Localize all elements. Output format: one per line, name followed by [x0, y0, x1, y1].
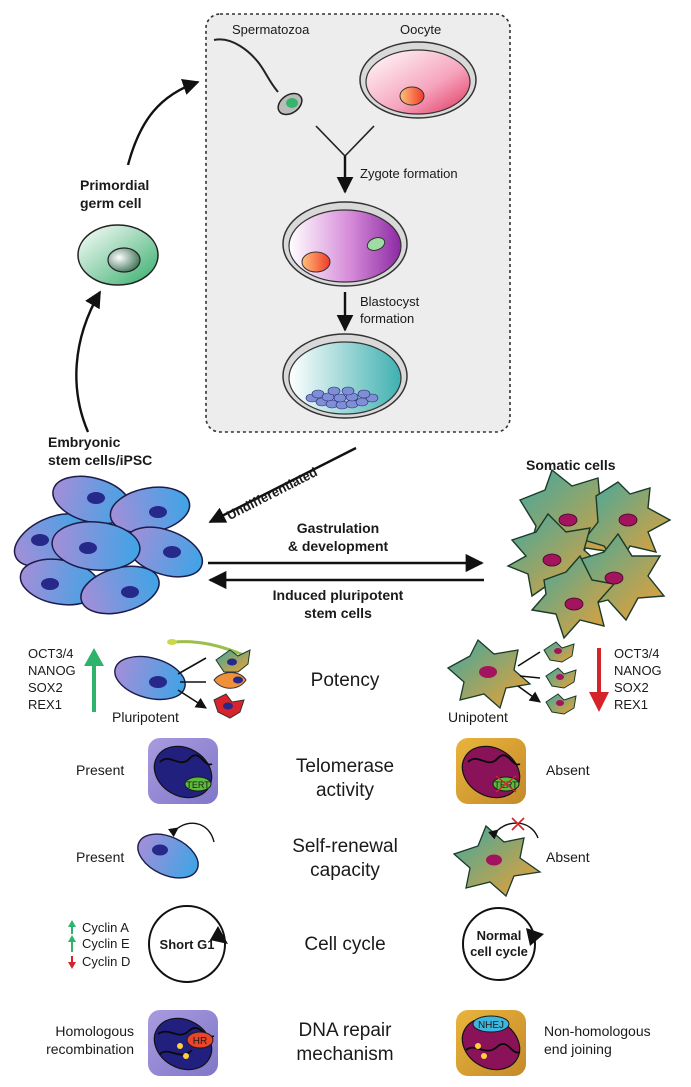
cyclin-e-label: Cyclin E — [82, 936, 130, 951]
up-arrow-icon — [84, 648, 104, 712]
homologous-recombination-icon: HR — [148, 1010, 218, 1076]
undifferentiated-arrow — [208, 446, 357, 524]
pluripotent-label: Pluripotent — [112, 709, 179, 725]
induced-label-1: Induced pluripotent — [273, 587, 404, 603]
cyclin-d-down-icon — [68, 956, 76, 969]
pluripotent-cell-icon — [114, 639, 251, 718]
cyclin-d-label: Cyclin D — [82, 954, 130, 969]
dna-repair-row: Homologous recombination HR DNA repair m… — [46, 1010, 651, 1076]
cyclin-a-up-icon — [68, 920, 76, 934]
zygote-icon — [282, 201, 408, 287]
primordial-label-2: germ cell — [80, 195, 141, 211]
somatic-cell-cluster — [506, 468, 672, 640]
gastrulation-label-1: Gastrulation — [297, 520, 379, 536]
dna-right-label-2: end joining — [544, 1041, 612, 1057]
potency-marker-right-1: OCT3/4 — [614, 646, 660, 661]
undifferentiated-label: Undifferentiated — [224, 464, 320, 523]
self-renewal-somatic-icon — [452, 817, 542, 898]
telomerase-right-value: Absent — [546, 762, 590, 778]
germ-to-gamete-arrow — [126, 78, 200, 166]
oocyte-label: Oocyte — [400, 22, 441, 37]
telomerase-left-value: Present — [76, 762, 124, 778]
self-renewal-right-value: Absent — [546, 849, 590, 865]
cyclin-e-up-icon — [68, 935, 76, 952]
normal-cycle-label-2: cell cycle — [470, 944, 528, 959]
short-g1-cycle-icon: Short G1 — [148, 905, 228, 983]
esc-label-1: Embryonic — [48, 434, 121, 450]
telomerase-pluripotent-icon: TERT — [148, 738, 218, 804]
dna-left-label-1: Homologous — [55, 1023, 134, 1039]
self-renewal-pluripotent-icon — [137, 822, 215, 879]
telomerase-title-2: activity — [316, 780, 375, 801]
potency-marker-right-4: REX1 — [614, 697, 648, 712]
potency-marker-right-3: SOX2 — [614, 680, 649, 695]
dna-repair-title-1: DNA repair — [299, 1020, 393, 1041]
spermatozoa-icon — [213, 38, 303, 116]
blastocyst-icon — [282, 333, 408, 419]
esc-label-2: stem cells/iPSC — [48, 452, 152, 468]
hr-tag: HR — [193, 1036, 207, 1047]
self-renewal-left-value: Present — [76, 849, 124, 865]
fertilization-panel: Spermatozoa Oocyte Zygote formation Blas… — [205, 13, 511, 433]
blastocyst-label-2: formation — [360, 311, 414, 326]
self-renewal-row: Present Self-renewal capacity Absent — [76, 817, 590, 898]
unipotent-cell-icon — [446, 638, 577, 715]
potency-marker-right-2: NANOG — [614, 663, 662, 678]
potency-title: Potency — [311, 670, 380, 691]
dna-right-label-1: Non-homologous — [544, 1023, 651, 1039]
somatic-label: Somatic cells — [526, 457, 616, 473]
potency-marker-left-3: SOX2 — [28, 680, 63, 695]
dna-repair-title-2: mechanism — [296, 1044, 393, 1065]
normal-cycle-icon: Normal cell cycle — [462, 907, 544, 981]
potency-marker-left-1: OCT3/4 — [28, 646, 74, 661]
cell-cycle-row: Cyclin A Cyclin E Cyclin D Short G1 Cell… — [68, 905, 544, 983]
cell-cycle-title: Cell cycle — [304, 934, 385, 955]
potency-marker-left-4: REX1 — [28, 697, 62, 712]
potency-marker-left-2: NANOG — [28, 663, 76, 678]
nhej-icon: NHEJ — [456, 1010, 526, 1076]
cyclin-a-label: Cyclin A — [82, 920, 129, 935]
oocyte-icon — [359, 41, 477, 119]
self-renewal-title-2: capacity — [310, 860, 380, 881]
primordial-germ-cell-icon — [77, 224, 159, 286]
blastocyst-label-1: Blastocyst — [360, 294, 420, 309]
short-g1-label: Short G1 — [160, 937, 215, 952]
unipotent-label: Unipotent — [448, 709, 508, 725]
zygote-formation-label: Zygote formation — [360, 166, 458, 181]
tert-left-tag: TERT — [186, 780, 210, 790]
embryonic-stem-cell-cluster — [13, 475, 204, 615]
potency-row: OCT3/4 NANOG SOX2 REX1 Pluripotent Poten… — [28, 638, 662, 725]
telomerase-title-1: Telomerase — [296, 756, 394, 777]
self-renewal-title-1: Self-renewal — [292, 836, 398, 857]
spermatozoa-label: Spermatozoa — [232, 22, 310, 37]
normal-cycle-label-1: Normal — [477, 928, 522, 943]
primordial-label-1: Primordial — [80, 177, 149, 193]
dna-left-label-2: recombination — [46, 1041, 134, 1057]
esc-to-germ-arrow — [75, 290, 102, 433]
telomerase-row: Present TERT Telomerase activity TERT Ab… — [76, 738, 590, 804]
gastrulation-label-2: & development — [288, 538, 389, 554]
induced-label-2: stem cells — [304, 605, 372, 621]
down-arrow-icon — [589, 648, 609, 712]
telomerase-somatic-icon: TERT — [456, 738, 526, 804]
nhej-tag: NHEJ — [478, 1020, 504, 1031]
